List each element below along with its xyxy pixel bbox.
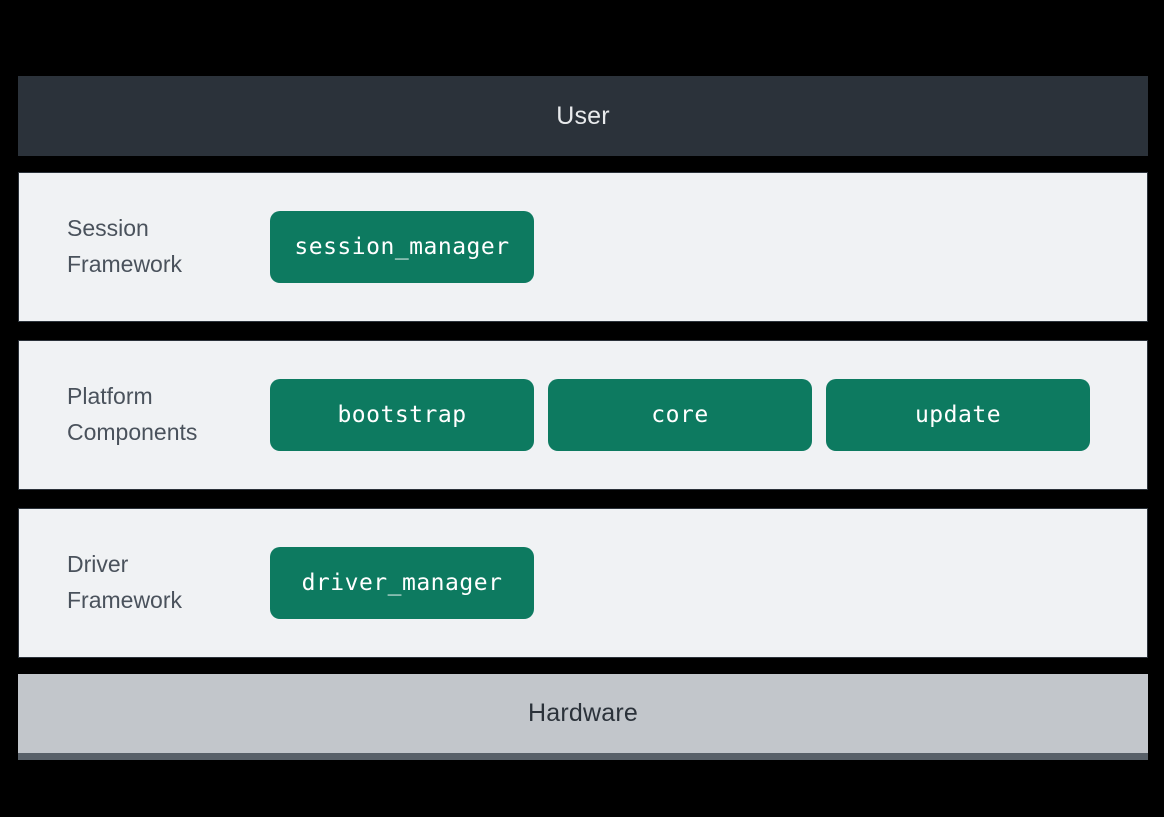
user-band-label: User [556, 101, 610, 130]
component-box-bootstrap[interactable]: bootstrap [270, 379, 534, 451]
hardware-band-label: Hardware [528, 699, 638, 727]
band-gap [18, 490, 1148, 508]
layer-label-driver-framework: Driver Framework [67, 551, 183, 613]
layer-platform-components: Platform Components bootstrap core updat… [18, 340, 1148, 490]
component-group-platform-components: bootstrap core update [270, 379, 1090, 451]
layer-session-framework: Session Framework session_manager [18, 172, 1148, 322]
layer-driver-framework: Driver Framework driver_manager [18, 508, 1148, 658]
hardware-band: Hardware [18, 674, 1148, 760]
band-gap [18, 658, 1148, 674]
layer-label-platform-components: Platform Components [67, 383, 198, 445]
layer-stack-diagram: User Session Framework session_manager P… [18, 76, 1148, 760]
component-group-driver-framework: driver_manager [270, 547, 534, 619]
component-box-core[interactable]: core [548, 379, 812, 451]
component-group-session-framework: session_manager [270, 211, 534, 283]
band-gap [18, 156, 1148, 172]
component-box-update[interactable]: update [826, 379, 1090, 451]
band-gap [18, 322, 1148, 340]
user-band: User [18, 76, 1148, 156]
component-box-session-manager[interactable]: session_manager [270, 211, 534, 283]
layer-label-session-framework: Session Framework [67, 215, 183, 277]
component-box-driver-manager[interactable]: driver_manager [270, 547, 534, 619]
